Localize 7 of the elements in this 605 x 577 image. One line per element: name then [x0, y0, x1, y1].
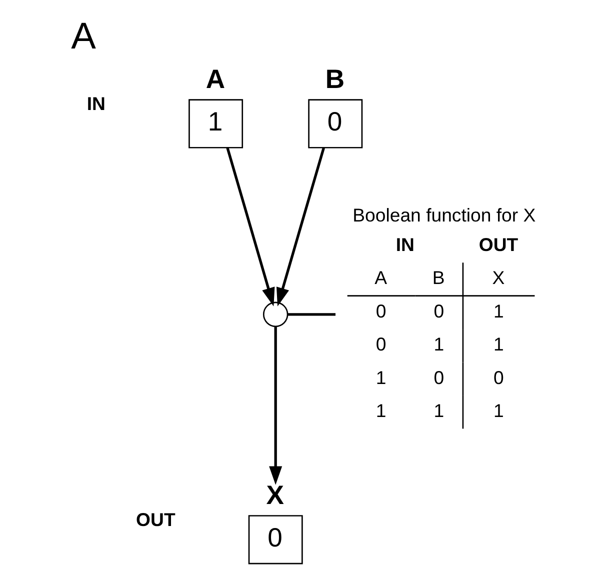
label: IN — [86, 93, 106, 114]
label: OUT — [136, 508, 176, 530]
node-text: Boolean function for X IN OUT A B X 0 0 1 0 1 1 1 0 0 1 1 1 — [352, 204, 536, 421]
node-label: A — [206, 64, 226, 94]
node-label: X — [266, 480, 284, 510]
diagram-title: A — [71, 14, 96, 57]
node-label: B — [325, 64, 345, 94]
